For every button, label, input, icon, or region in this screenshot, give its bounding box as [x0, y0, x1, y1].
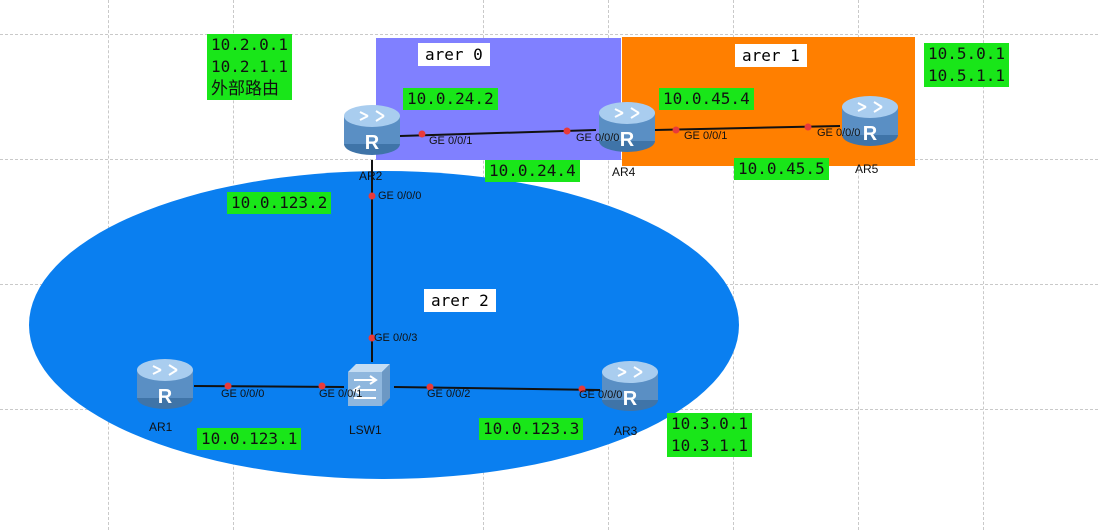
switch-lsw1[interactable] [344, 362, 390, 408]
link-ar4-ar5 [654, 125, 841, 131]
device-label-ar4: AR4 [612, 165, 636, 179]
ip-label: 10.0.24.4 [485, 160, 580, 182]
ip-line: 10.3.1.1 [671, 436, 749, 455]
ip-label-ar3-loopbacks: 10.3.0.1 10.3.1.1 [667, 413, 753, 457]
router-ar3[interactable]: R [600, 360, 660, 412]
port-label: GE 0/0/1 [429, 135, 473, 147]
area-1-label: arer 1 [735, 44, 807, 67]
router-icon: R [344, 105, 400, 155]
ip-label: 10.0.24.2 [403, 88, 498, 110]
ip-line: 10.2.0.1 [211, 35, 289, 54]
link-lsw1-ar3 [393, 386, 601, 391]
port-label: GE 0/0/1 [684, 130, 728, 142]
area-2-label: arer 2 [424, 289, 496, 312]
router-icon: R [842, 96, 898, 146]
ip-label: 10.0.123.1 [197, 428, 302, 450]
grid-line [858, 0, 859, 530]
port-dot [578, 385, 586, 393]
port-label: GE 0/0/3 [374, 332, 418, 344]
grid-line [983, 0, 984, 530]
ip-label: 10.0.123.2 [227, 192, 332, 214]
ip-line: 10.2.1.1 [211, 57, 289, 76]
area-2-region [29, 171, 739, 479]
ip-label: 10.0.45.4 [659, 88, 754, 110]
device-label-lsw1: LSW1 [349, 423, 382, 437]
ip-label: 10.0.123.3 [479, 418, 584, 440]
router-ar5[interactable]: R [840, 95, 900, 147]
ip-label-ar5-loopbacks: 10.5.0.1 10.5.1.1 [924, 43, 1010, 87]
link-ar2-ar4 [399, 129, 597, 137]
port-dot [672, 126, 680, 134]
port-dot [426, 383, 434, 391]
router-ar2[interactable]: R [342, 104, 402, 156]
ip-line: 10.5.1.1 [928, 66, 1006, 85]
port-dot [418, 130, 426, 138]
port-label: GE 0/0/1 [319, 388, 363, 400]
ip-line: 外部路由 [211, 79, 279, 99]
router-ar1[interactable]: R [135, 358, 195, 410]
port-label: GE 0/0/0 [576, 132, 620, 144]
router-icon: R [137, 359, 193, 409]
device-label-ar2: AR2 [359, 169, 383, 183]
port-dot [563, 127, 571, 135]
svg-text:R: R [623, 388, 638, 410]
port-label: GE 0/0/0 [817, 127, 861, 139]
ip-line: 10.5.0.1 [928, 44, 1006, 63]
port-dot [368, 192, 376, 200]
svg-text:R: R [863, 123, 878, 145]
svg-text:R: R [158, 386, 173, 408]
port-label: GE 0/0/0 [221, 388, 265, 400]
grid-line [733, 0, 734, 530]
router-icon: R [599, 102, 655, 152]
svg-text:R: R [620, 129, 635, 151]
ip-label: 10.0.45.5 [734, 158, 829, 180]
device-label-ar1: AR1 [149, 420, 173, 434]
ip-label-ar2-external: 10.2.0.1 10.2.1.1 外部路由 [207, 34, 293, 100]
port-label: GE 0/0/2 [427, 388, 471, 400]
port-label: GE 0/0/0 [378, 190, 422, 202]
svg-text:R: R [365, 132, 380, 154]
switch-icon [348, 364, 390, 406]
ip-line: 10.3.0.1 [671, 414, 749, 433]
grid-line [0, 34, 1098, 35]
area-0-label: arer 0 [418, 43, 490, 66]
port-label: GE 0/0/0 [579, 389, 623, 401]
port-dot [224, 382, 232, 390]
router-icon: R [602, 361, 658, 411]
device-label-ar5: AR5 [855, 162, 879, 176]
port-dot [318, 382, 326, 390]
router-ar4[interactable]: R [597, 101, 657, 153]
port-dot [368, 334, 376, 342]
port-dot [804, 123, 812, 131]
device-label-ar3: AR3 [614, 424, 638, 438]
